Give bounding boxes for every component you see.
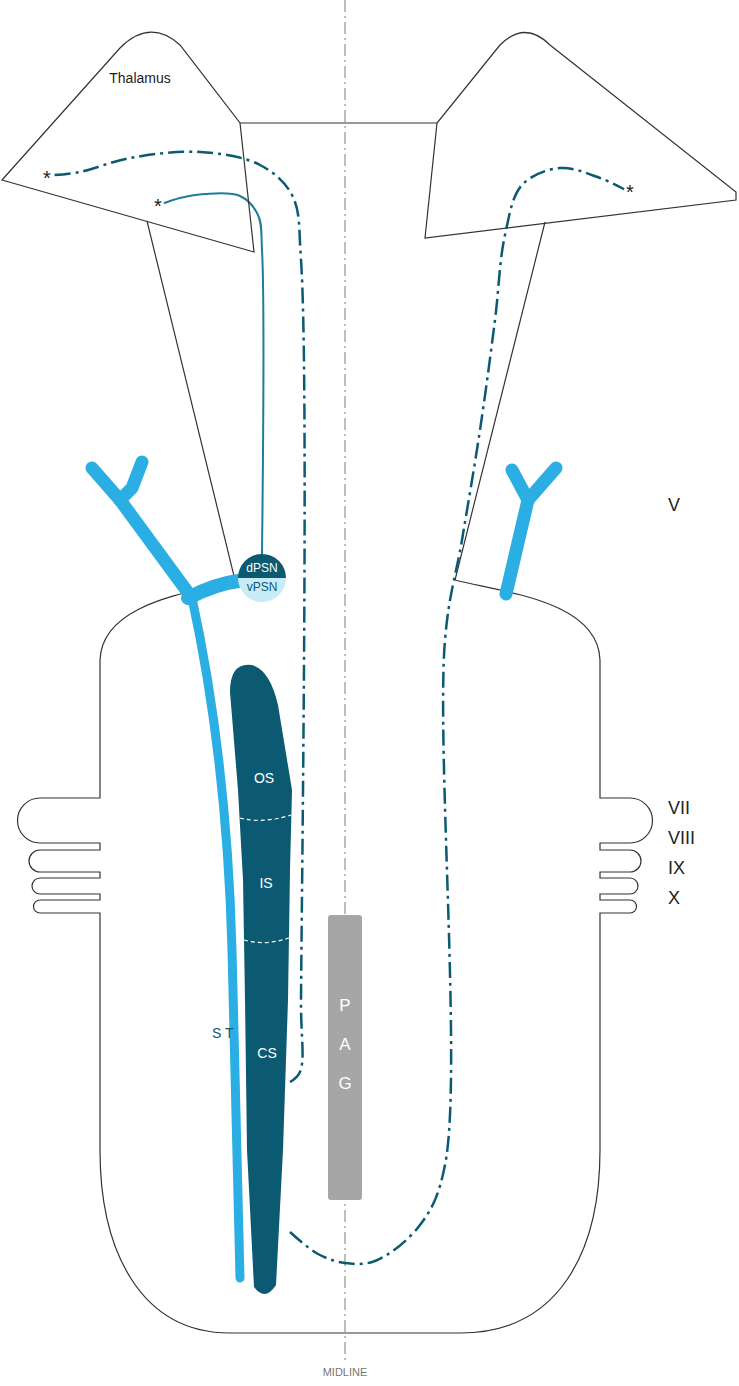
subnucleus-divider (240, 815, 291, 820)
subnucleus-region: OS (240, 700, 292, 816)
node-outline (2, 32, 254, 252)
pag-column: P A G (328, 915, 362, 1200)
subnucleus-divider (244, 938, 289, 943)
trigeminal-nerve (506, 468, 556, 594)
node-outline (425, 33, 736, 239)
nucleus-half: vPSN (238, 578, 286, 602)
midline-label: MIDLINE (323, 1366, 368, 1379)
node-outline (238, 578, 286, 602)
cranial-nerve-number: IX (668, 858, 685, 879)
cranial-nerve-number: VIII (668, 828, 695, 849)
cranial-nerve-number: X (668, 888, 680, 909)
nucleus-half: dPSN (238, 554, 286, 578)
brainstem-outline (18, 221, 653, 1333)
projection-pathway (290, 168, 624, 1264)
cranial-nerve-number: VII (668, 798, 690, 819)
thalamus-region: * (423, 20, 739, 256)
node-outline (0, 20, 256, 256)
subnucleus-label: IS (259, 875, 272, 891)
spinal-trigeminal-nucleus (230, 665, 292, 1294)
node-outline (238, 554, 286, 578)
tract-label: S T (212, 1025, 226, 1042)
subnucleus-region: IS (243, 822, 291, 938)
pag-label: P A G (337, 986, 354, 1103)
thalamus-region: Thalamus * * (0, 20, 256, 256)
nucleus-label: vPSN (247, 581, 278, 595)
termination-mark: * (43, 167, 51, 190)
termination-mark: * (154, 195, 162, 218)
subnucleus-region: CS (246, 944, 290, 1284)
trigeminal-nerve (92, 462, 244, 1278)
subnucleus-label: CS (257, 1045, 276, 1061)
projection-pathway (164, 193, 263, 554)
projection-pathway (53, 152, 305, 1082)
thalamus-bridge (240, 122, 437, 123)
region-label: Thalamus (109, 70, 170, 86)
subnucleus-label: OS (254, 770, 274, 786)
termination-mark: * (626, 181, 634, 204)
cranial-nerve-number: V (668, 495, 680, 516)
nucleus-label: dPSN (246, 562, 277, 576)
node-outline (423, 20, 739, 256)
